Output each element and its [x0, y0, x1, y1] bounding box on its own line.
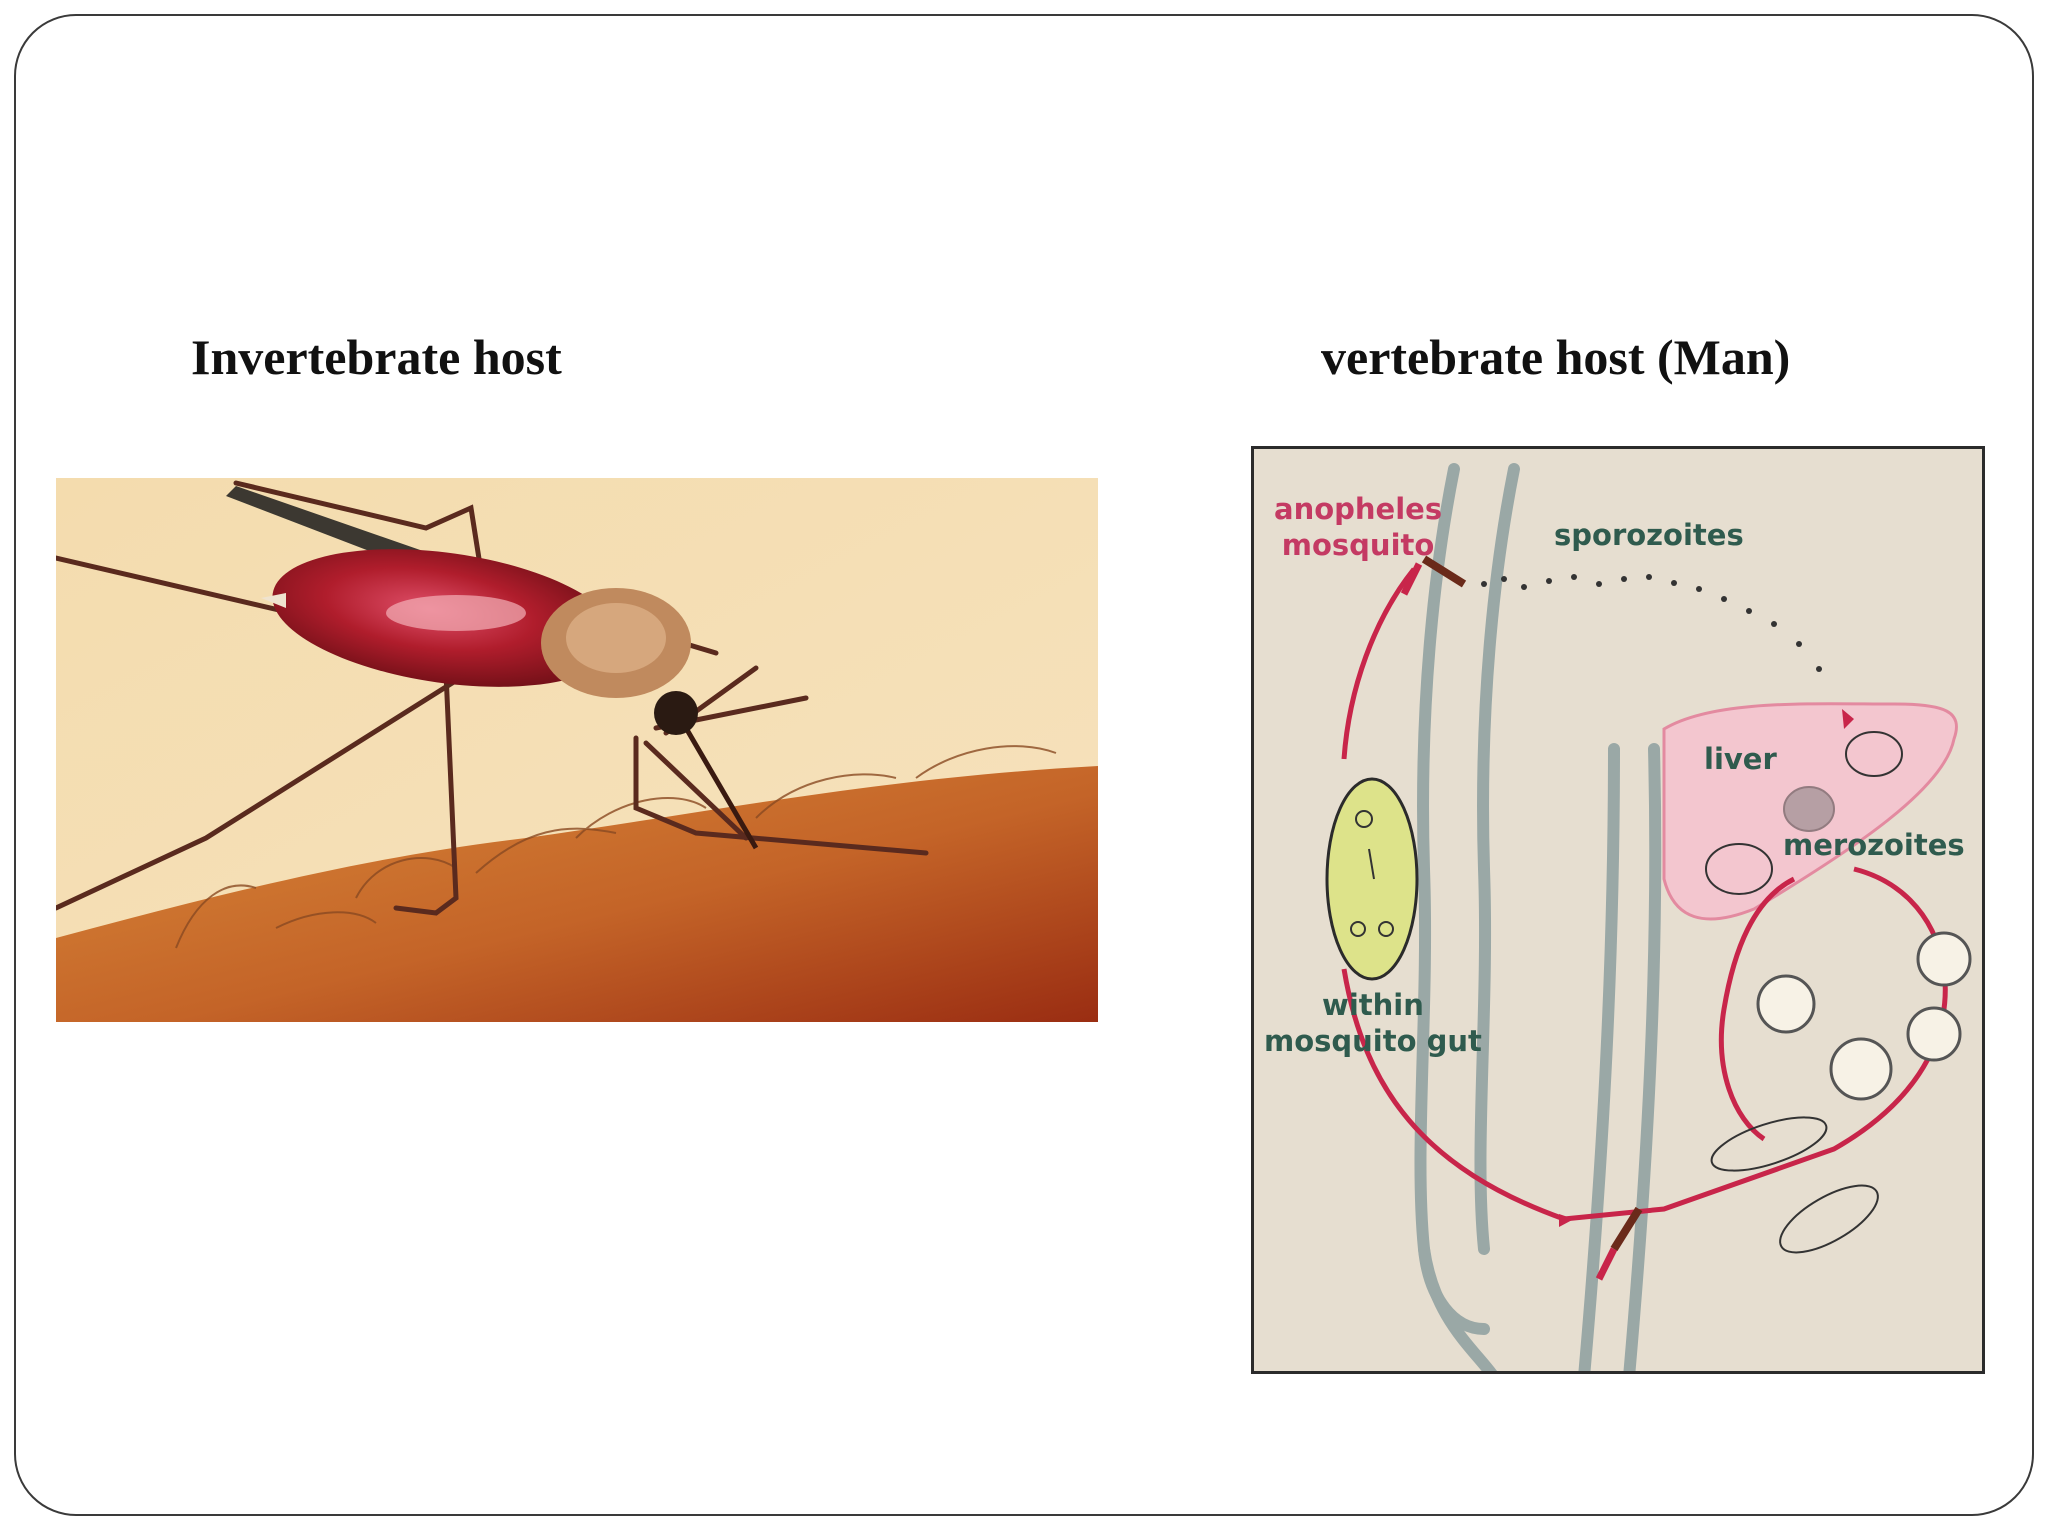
merozoites-label: merozoites	[1783, 828, 1965, 862]
mosquito-gut-capsule	[1325, 777, 1419, 981]
mosquito-icon-top	[1400, 555, 1467, 596]
invertebrate-host-heading: Invertebrate host	[191, 329, 562, 385]
liver-label: liver	[1704, 742, 1777, 776]
mosquito-proboscis	[683, 726, 759, 850]
sporozoites-label: sporozoites	[1554, 518, 1744, 552]
skin-surface	[56, 766, 1098, 1022]
mosquito-head	[654, 691, 698, 735]
mosquito-icon-bottom	[1595, 1206, 1643, 1281]
human-body-outline	[1414, 463, 1662, 1371]
mosquito-photo	[56, 478, 1098, 1022]
anopheles-mosquito-label: anopheles mosquito	[1274, 492, 1443, 562]
gut-stages	[1350, 810, 1394, 937]
blood-cell-stages	[1756, 931, 1972, 1101]
cycle-arrows	[1341, 567, 1948, 1222]
sporozoite-stream	[1481, 574, 1822, 672]
malaria-lifecycle-diagram: anopheles mosquito sporozoites liver mer…	[1251, 446, 1985, 1374]
gametocytes	[1710, 1116, 1879, 1254]
liver-cells	[1705, 731, 1903, 895]
abdomen-highlight	[386, 595, 526, 631]
vertebrate-host-heading: vertebrate host (Man)	[1321, 329, 1791, 385]
skin-hairs	[175, 745, 1057, 949]
mosquito-gut-label: within mosquito gut	[1264, 988, 1482, 1058]
